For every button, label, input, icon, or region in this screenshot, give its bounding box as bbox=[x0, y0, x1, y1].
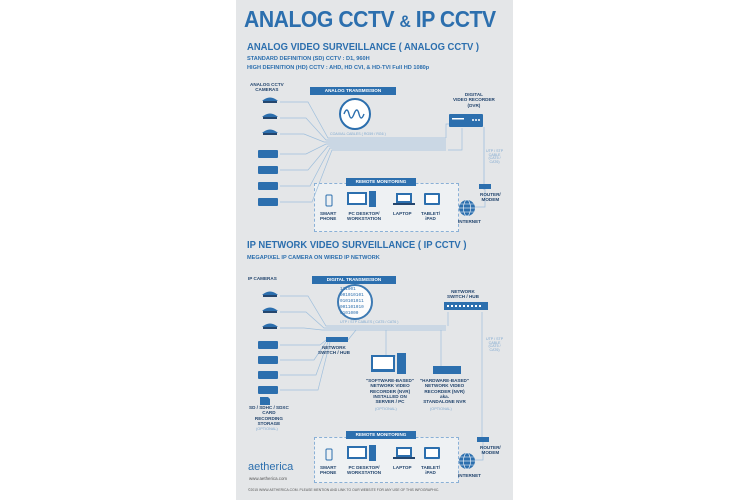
hardware-nvr-optional: (OPTIONAL) bbox=[430, 407, 452, 411]
analog-laptop-label: LAPTOP bbox=[393, 211, 412, 216]
dome-camera-icon bbox=[262, 129, 278, 133]
ip-bullet-cameras bbox=[258, 341, 278, 394]
smartphone-icon bbox=[325, 194, 333, 207]
desktop-tower-icon bbox=[369, 191, 376, 207]
desktop-tower-icon bbox=[369, 445, 376, 461]
ip-cable-label: UTP / STP CABLES ( CAT5 / CAT6 ) bbox=[340, 320, 399, 324]
ip-router-label: ROUTER/ MODEM bbox=[480, 445, 501, 456]
dome-camera-icon bbox=[263, 117, 277, 119]
dome-camera-icon bbox=[262, 113, 278, 117]
bullet-camera-icon bbox=[258, 150, 278, 158]
ip-internet-label: INTERNET bbox=[458, 473, 481, 478]
ip-smartphone-label: SMART PHONE bbox=[320, 465, 337, 476]
dome-camera-icon bbox=[263, 101, 277, 103]
ip-remote-monitoring-banner: REMOTE MONITORING bbox=[346, 431, 416, 439]
hardware-nvr-icon bbox=[433, 366, 461, 374]
bullet-camera-icon bbox=[258, 341, 278, 349]
analog-tablet-label: TABLET/ iPAD bbox=[421, 211, 441, 222]
smartphone-icon bbox=[325, 448, 333, 461]
bullet-camera-icon bbox=[258, 166, 278, 174]
ip-tablet-label: TABLET/ iPAD bbox=[421, 465, 441, 476]
ip-transmission-banner: DIGITAL TRANSMISSION bbox=[312, 276, 396, 284]
ip-globe-icon bbox=[459, 452, 475, 470]
sd-card-label: SD / SDHC / SDXC CARD RECORDING STORAGE bbox=[249, 405, 289, 426]
binary-line: 001101010 bbox=[340, 304, 364, 310]
software-nvr-optional: (OPTIONAL) bbox=[375, 407, 397, 411]
ip-laptop-label: LAPTOP bbox=[393, 465, 412, 470]
analog-wave-icon bbox=[343, 109, 365, 119]
bullet-camera-icon bbox=[258, 198, 278, 206]
sd-card-icon bbox=[260, 397, 270, 405]
binary-stream: 111001 001010101 010101011 001101010 010… bbox=[340, 287, 364, 317]
analog-devices bbox=[325, 191, 440, 207]
digital-signal-magnifier bbox=[337, 284, 373, 320]
analog-dome-cameras bbox=[262, 97, 278, 135]
analog-globe-icon bbox=[459, 199, 475, 217]
dome-camera-icon bbox=[262, 307, 278, 311]
coax-cables bbox=[280, 101, 463, 203]
infographic-poster: ANALOG CCTV & IP CCTV ANALOG VIDEO SURVE… bbox=[236, 0, 513, 500]
network-switch-small-icon bbox=[326, 337, 348, 342]
brand-logo: aetherica bbox=[248, 461, 294, 473]
analog-remote-monitoring-banner: REMOTE MONITORING bbox=[346, 178, 416, 186]
coax-cable-label: COAXIAL CABLES ( RG59 / RG6 ) bbox=[330, 132, 386, 136]
bullet-camera-icon bbox=[258, 371, 278, 379]
dvr-device-icon bbox=[449, 114, 483, 127]
analog-cameras-label: ANALOG CCTV CAMERAS bbox=[250, 82, 284, 93]
title-ampersand: & bbox=[399, 12, 411, 31]
diagram-graphics bbox=[258, 97, 491, 470]
analog-internet-label: INTERNET bbox=[458, 219, 481, 224]
dome-camera-icon bbox=[263, 133, 277, 135]
network-switch-top-icon bbox=[444, 302, 488, 310]
title-ip: IP CCTV bbox=[415, 6, 496, 32]
analog-pc-label: PC DESKTOP/ WORKSTATION bbox=[347, 211, 382, 222]
network-switch-top-label: NETWORK SWITCH / HUB bbox=[447, 289, 479, 300]
ip-remote-monitoring-box bbox=[314, 437, 459, 483]
dvr-label: DIGITAL VIDEO RECORDER (DVR) bbox=[453, 92, 495, 108]
ip-sub-line: MEGAPIXEL IP CAMERA ON WIRED IP NETWORK bbox=[247, 255, 380, 261]
ip-cables bbox=[280, 295, 483, 442]
binary-line: 0101000 bbox=[340, 310, 359, 316]
dome-camera-icon bbox=[262, 97, 278, 101]
software-nvr-icon bbox=[371, 353, 406, 374]
analog-smartphone-label: SMART PHONE bbox=[320, 211, 337, 222]
binary-line: 001010101 bbox=[340, 292, 364, 298]
analog-bullet-cameras bbox=[258, 150, 278, 206]
sd-card-optional: (OPTIONAL) bbox=[256, 427, 278, 431]
ip-router-icon bbox=[477, 437, 489, 442]
analog-router-icon bbox=[479, 184, 491, 189]
bullet-camera-icon bbox=[258, 182, 278, 190]
ip-pc-label: PC DESKTOP/ WORKSTATION bbox=[347, 465, 382, 476]
bullet-camera-icon bbox=[258, 356, 278, 364]
network-switch-small-label: NETWORK SWITCH / HUB bbox=[318, 345, 350, 356]
ip-heading: IP NETWORK VIDEO SURVEILLANCE ( IP CCTV … bbox=[247, 239, 467, 251]
analog-router-label: ROUTER/ MODEM bbox=[480, 192, 501, 203]
analog-sd-line: STANDARD DEFINITION (SD) CCTV : D1, 960H bbox=[247, 56, 370, 62]
binary-line: 010101011 bbox=[340, 298, 364, 304]
analog-transmission-banner: ANALOG TRANSMISSION bbox=[310, 87, 396, 95]
analog-utp-label: UTP / STP CABLE (CAT5 / CAT6) bbox=[486, 149, 504, 164]
binary-line: 111001 bbox=[340, 287, 356, 292]
ip-cameras-label: IP CAMERAS bbox=[248, 276, 277, 281]
software-nvr-label: "SOFTWARE-BASED" NETWORK VIDEO RECORDER … bbox=[366, 378, 414, 405]
brand-url: www.aetherica.com bbox=[249, 476, 288, 481]
dome-camera-icon bbox=[262, 323, 278, 327]
footer-note: ©2015 WWW.AETHERICA.COM. PLEASE MENTION … bbox=[248, 488, 440, 492]
ip-utp-label: UTP / STP CABLE (CAT5 / CAT6) bbox=[486, 337, 504, 352]
hardware-nvr-label: "HARDWARE-BASED" NETWORK VIDEO RECORDER … bbox=[420, 378, 470, 405]
dome-camera-icon bbox=[262, 291, 278, 295]
main-title: ANALOG CCTV & IP CCTV bbox=[244, 8, 496, 31]
analog-hd-line: HIGH DEFINITION (HD) CCTV : AHD, HD CVI,… bbox=[247, 65, 430, 71]
title-analog: ANALOG CCTV bbox=[244, 6, 395, 32]
analog-heading: ANALOG VIDEO SURVEILLANCE ( ANALOG CCTV … bbox=[247, 41, 480, 53]
analog-signal-magnifier bbox=[339, 98, 371, 130]
bullet-camera-icon bbox=[258, 386, 278, 394]
ip-dome-cameras bbox=[262, 291, 278, 329]
ip-devices bbox=[325, 445, 440, 461]
